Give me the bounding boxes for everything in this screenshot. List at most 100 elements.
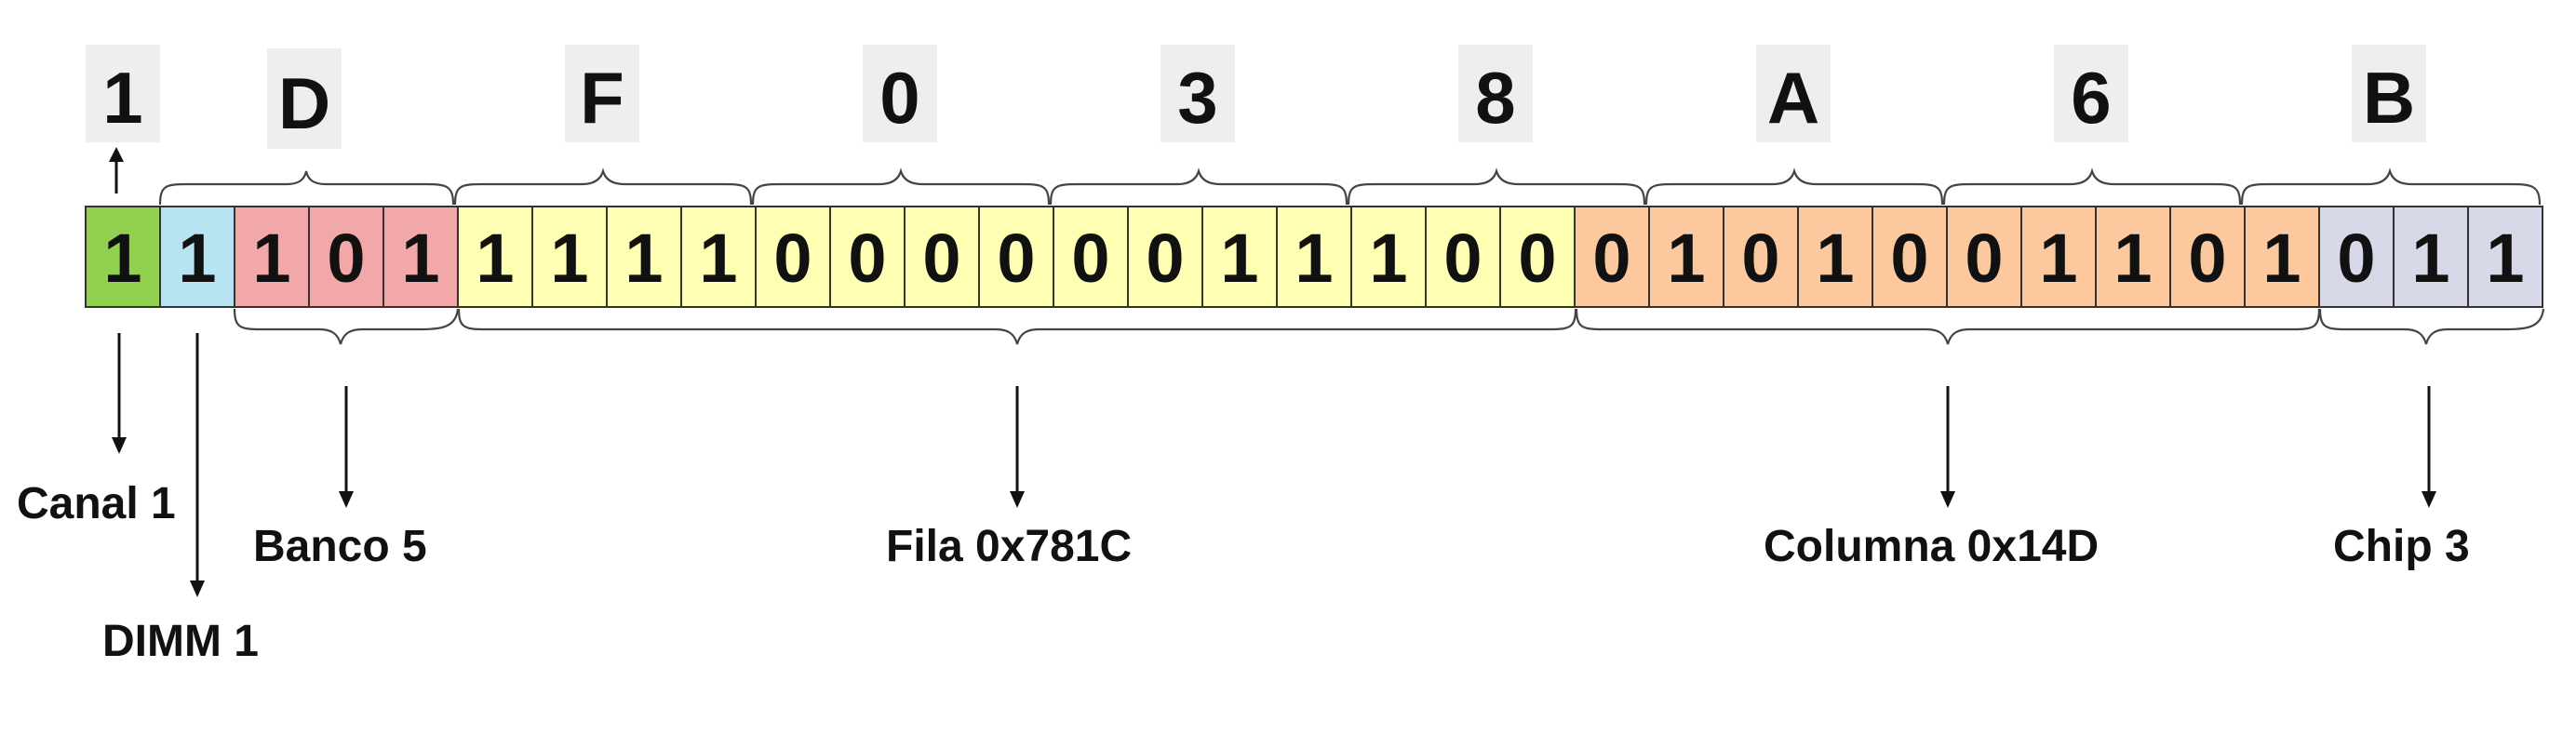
bit-cell-box	[2393, 206, 2469, 308]
bit-value: 1	[2262, 220, 2301, 297]
hex-digit-6: 8	[1458, 45, 1533, 142]
bit-value: 1	[1369, 220, 1407, 297]
hex-digit-8: 6	[2054, 45, 2128, 142]
bit-cell-box	[308, 206, 384, 308]
bit-cell-fila: 0	[1499, 206, 1576, 308]
bit-value: 0	[1146, 220, 1184, 297]
bit-cell-box	[2169, 206, 2246, 308]
bit-value: 0	[773, 220, 812, 297]
bit-value: 1	[2039, 220, 2077, 297]
hex-digit-3: F	[565, 45, 639, 142]
arrow-chip	[2422, 386, 2436, 508]
bit-cell-columna: 1	[1648, 206, 1724, 308]
top-arrow	[109, 147, 124, 194]
bit-cell-box	[1499, 206, 1576, 308]
bit-cell-fila: 0	[1425, 206, 1501, 308]
label-dimm: DIMM 1	[102, 617, 259, 666]
bit-value: 1	[252, 220, 290, 297]
bit-cell-box	[1053, 206, 1129, 308]
bit-value: 1	[401, 220, 439, 297]
hex-digit-label: 3	[1177, 57, 1217, 139]
bit-cell-box	[382, 206, 459, 308]
hex-digit-9: B	[2352, 45, 2426, 142]
bit-cell-columna: 1	[1797, 206, 1873, 308]
down-arrows	[112, 333, 2436, 597]
bit-value: 0	[2188, 220, 2226, 297]
top-brace-hex-2	[158, 170, 455, 206]
bit-cell-fila: 1	[680, 206, 757, 308]
bit-value: 0	[1443, 220, 1482, 297]
bit-value: 1	[1816, 220, 1854, 297]
bit-cell-dimm: 1	[159, 206, 235, 308]
top-brace-hex-7	[1644, 167, 1944, 206]
top-brace-hex-6	[1347, 167, 1646, 206]
bit-cell-box	[85, 206, 161, 308]
bit-cell-columna: 1	[2095, 206, 2171, 308]
top-braces	[158, 167, 2542, 206]
bit-cell-box	[829, 206, 906, 308]
bit-value: 0	[1071, 220, 1109, 297]
bit-value: 1	[550, 220, 588, 297]
hex-digit-1: 1	[86, 45, 160, 142]
bit-value: 1	[624, 220, 663, 297]
hex-digit-4: 0	[863, 45, 937, 142]
bottom-brace-chip	[2318, 308, 2545, 345]
top-brace-hex-5	[1049, 167, 1348, 206]
bottom-braces	[233, 308, 2545, 345]
bit-cell-fila: 1	[1276, 206, 1352, 308]
label-banco: Banco 5	[253, 522, 427, 571]
bit-cell-columna: 0	[1946, 206, 2022, 308]
bit-value: 0	[2337, 220, 2375, 297]
top-brace-hex-4	[751, 167, 1051, 206]
bit-cell-fila: 1	[1201, 206, 1278, 308]
bit-cell-box	[606, 206, 682, 308]
top-brace-hex-9	[2240, 167, 2542, 206]
bit-cell-canal: 1	[85, 206, 161, 308]
bit-cell-fila: 1	[1350, 206, 1427, 308]
bit-cell-box	[1872, 206, 1948, 308]
bit-cell-fila: 1	[606, 206, 682, 308]
bit-cell-box	[1127, 206, 1203, 308]
bottom-brace-banco	[233, 308, 460, 345]
top-brace-hex-3	[453, 167, 753, 206]
hex-digit-label: 1	[102, 57, 142, 139]
hex-digit-label: B	[2363, 57, 2415, 139]
bit-cell-box	[755, 206, 831, 308]
bit-cell-chip: 1	[2467, 206, 2543, 308]
bit-value: 0	[327, 220, 365, 297]
hex-digit-label: F	[580, 57, 624, 139]
bottom-brace-columna	[1575, 308, 2321, 345]
bit-cell-box	[1276, 206, 1352, 308]
top-brace-hex-8	[1942, 167, 2242, 206]
bit-value: 1	[1667, 220, 1705, 297]
bit-cell-fila: 0	[755, 206, 831, 308]
arrow-columna	[1940, 386, 1955, 508]
bit-value: 1	[178, 220, 216, 297]
bit-cell-box	[2244, 206, 2320, 308]
bit-value: 0	[1518, 220, 1556, 297]
arrow-banco	[339, 386, 354, 508]
hex-digit-label: 0	[879, 57, 919, 139]
bit-cell-fila: 1	[531, 206, 608, 308]
bit-cell-banco: 0	[308, 206, 384, 308]
bit-cell-box	[904, 206, 980, 308]
bit-cell-columna: 0	[2169, 206, 2246, 308]
bit-cell-box	[457, 206, 533, 308]
bit-value: 1	[103, 220, 141, 297]
bit-value: 1	[2486, 220, 2524, 297]
label-fila: Fila 0x781C	[886, 522, 1132, 571]
bit-cell-banco: 1	[234, 206, 310, 308]
hex-digit-7: A	[1756, 45, 1831, 142]
bit-value: 0	[922, 220, 960, 297]
hex-digit-label: A	[1767, 57, 1819, 139]
bit-value: 1	[699, 220, 737, 297]
label-canal: Canal 1	[17, 479, 176, 528]
hex-digit-label: D	[278, 62, 330, 144]
bit-cell-banco: 1	[382, 206, 459, 308]
bit-cell-fila: 1	[457, 206, 533, 308]
hex-digit-label: 6	[2071, 57, 2111, 139]
bit-cell-box	[1201, 206, 1278, 308]
bit-cell-columna: 0	[1723, 206, 1799, 308]
